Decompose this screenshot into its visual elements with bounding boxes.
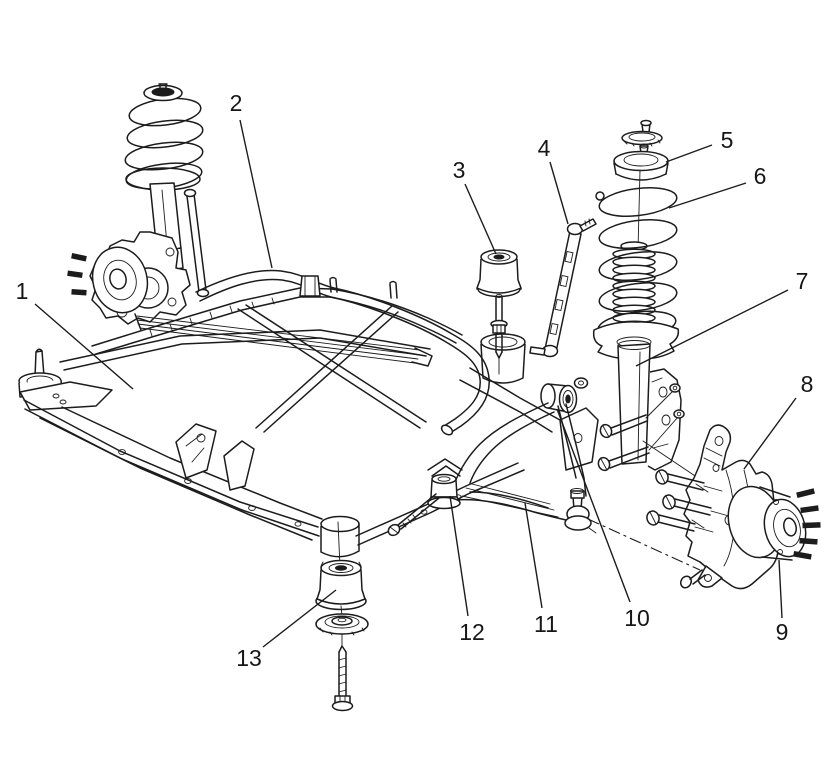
callout-number-10: 10 [624, 605, 650, 631]
callout-leader-9-hub-and-bearing [778, 559, 783, 619]
callout-leader-7-strut [635, 289, 789, 367]
callout-leader-13-subframe-insulator-bushing [262, 589, 337, 648]
left-strut-assembly [67, 83, 433, 367]
callout-number-11: 11 [534, 611, 558, 637]
knuckle-bolt [655, 469, 723, 492]
callout-number-13: 13 [236, 645, 262, 671]
callout-leader-3-subframe-mount-bushing [464, 183, 497, 255]
clevis-bolt [597, 409, 714, 489]
right-strut-assembly [592, 119, 714, 489]
callout-number-8: 8 [801, 371, 814, 397]
callout-number-6: 6 [754, 163, 767, 189]
control-arm-bolt [387, 493, 440, 537]
hub-and-bearing [727, 485, 821, 561]
knuckle-lower-bolt [679, 569, 706, 589]
lower-control-arm [387, 377, 597, 537]
subframe-insulator-bushing [315, 521, 369, 712]
callout-leader-10-control-arm-rear-bushing [556, 408, 631, 603]
callout-leader-4-stabilizer-link [549, 161, 569, 225]
callout-number-7: 7 [796, 268, 809, 294]
callout-leader-2-stabilizer-shaft [239, 119, 273, 269]
callout-number-9: 9 [776, 619, 789, 645]
callout-leader-1-subframe [34, 303, 134, 390]
stabilizer-shaft [195, 269, 490, 436]
callout-number-2: 2 [230, 90, 243, 116]
ball-joint [564, 488, 597, 534]
callout-number-5: 5 [721, 127, 734, 153]
callout-number-3: 3 [453, 157, 466, 183]
callout-leader-11-lower-control-arm [524, 502, 543, 609]
callout-leader-8-steering-knuckle [743, 397, 797, 470]
subframe-mount-bushing [476, 249, 522, 375]
knuckle-bolt [646, 510, 714, 533]
centerline [587, 518, 701, 571]
callout-number-4: 4 [538, 135, 551, 161]
stabilizer-link [529, 218, 597, 358]
callout-number-12: 12 [459, 619, 485, 645]
control-arm-rear-bushing [540, 377, 589, 414]
callout-number-1: 1 [16, 278, 29, 304]
callout-leader-12-control-arm-front-bushing [449, 495, 469, 617]
callout-leader-6-coil-spring [668, 182, 747, 209]
subframe [18, 276, 599, 558]
clevis-bolt [599, 383, 681, 439]
callout-leader-5-strut-upper-mount [665, 144, 713, 163]
knuckle-bolt [662, 494, 730, 517]
